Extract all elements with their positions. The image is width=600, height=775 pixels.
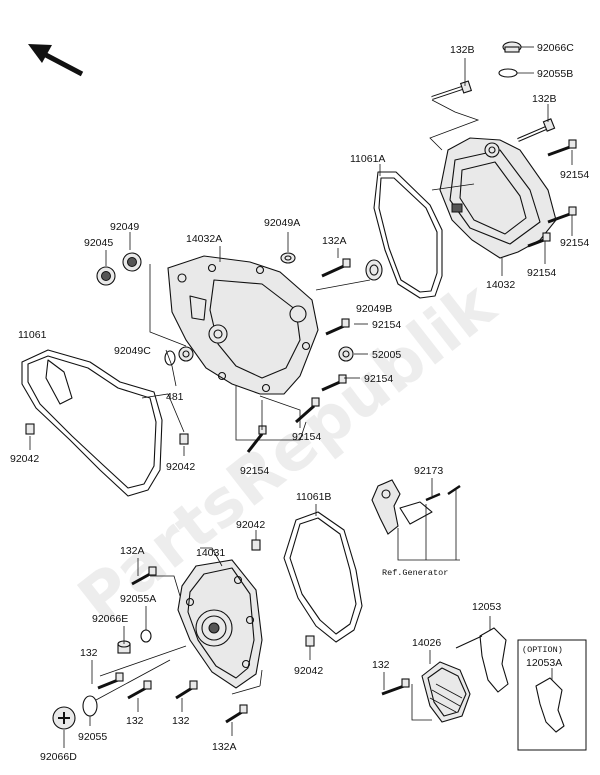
label-132-bottom2: 132 bbox=[172, 715, 190, 727]
label-92055: 92055 bbox=[78, 731, 107, 743]
label-481: 481 bbox=[166, 391, 184, 403]
label-14026: 14026 bbox=[412, 637, 441, 649]
label-132-right: 132 bbox=[372, 659, 390, 671]
label-92154-r2: 92154 bbox=[560, 237, 589, 249]
label-11061a: 11061A bbox=[350, 153, 385, 165]
label-92055b: 92055B bbox=[537, 68, 573, 80]
label-132a-top: 132A bbox=[322, 235, 347, 247]
bearing-92045 bbox=[96, 266, 116, 286]
label-11061: 11061 bbox=[18, 329, 47, 341]
label-132a-bottom: 132A bbox=[212, 741, 237, 753]
leaders-middle bbox=[105, 232, 371, 441]
plug-92066d bbox=[52, 706, 76, 730]
label-132-bottom1: 132 bbox=[126, 715, 144, 727]
label-92049: 92049 bbox=[110, 221, 139, 233]
gasket-11061a bbox=[373, 171, 443, 299]
label-92154-b2: 92154 bbox=[240, 465, 269, 477]
label-132b-top: 132B bbox=[450, 44, 475, 56]
label-92154-r1: 92154 bbox=[560, 169, 589, 181]
guide-12053 bbox=[479, 627, 509, 693]
o-ring-92055b bbox=[498, 68, 518, 78]
gasket-11061 bbox=[21, 349, 163, 497]
label-92042-center: 92042 bbox=[236, 519, 265, 531]
label-12053a: 12053A bbox=[526, 657, 562, 669]
option-box bbox=[517, 639, 587, 751]
bolt-132b-mid bbox=[517, 118, 556, 142]
label-52005: 52005 bbox=[372, 349, 401, 361]
front-direction-arrow-icon bbox=[28, 44, 84, 77]
label-132b-mid: 132B bbox=[532, 93, 557, 105]
label-11061b: 11061B bbox=[296, 491, 331, 503]
bolt-132b-top bbox=[431, 80, 473, 100]
label-92042-bottom: 92042 bbox=[294, 665, 323, 677]
label-92042-mid: 92042 bbox=[166, 461, 195, 473]
plug-52005 bbox=[338, 346, 354, 362]
seal-92049a bbox=[280, 252, 296, 264]
crankcase-cover-14032a bbox=[167, 255, 319, 395]
ref-generator-note: Ref.Generator bbox=[382, 568, 448, 578]
label-14032: 14032 bbox=[486, 279, 515, 291]
leaders-top-right bbox=[429, 46, 573, 276]
o-ring-481 bbox=[164, 350, 176, 366]
bearing-92049 bbox=[122, 252, 142, 272]
gasket-11061b bbox=[283, 511, 363, 643]
dowel-92042-bottom bbox=[305, 635, 315, 647]
label-92049a: 92049A bbox=[264, 217, 300, 229]
plug-92066c bbox=[502, 41, 522, 53]
part-labels: 132B 92066C 92055B 132B 11061A 92154 921… bbox=[10, 42, 589, 763]
label-92066d: 92066D bbox=[40, 751, 77, 763]
dowel-92042-mid bbox=[179, 433, 189, 445]
label-92049c: 92049C bbox=[114, 345, 151, 357]
label-92173: 92173 bbox=[414, 465, 443, 477]
label-132a-left: 132A bbox=[120, 545, 145, 557]
label-92066c: 92066C bbox=[537, 42, 574, 54]
label-92154-m1: 92154 bbox=[372, 319, 401, 331]
option-note: (OPTION) bbox=[522, 645, 563, 655]
label-92045: 92045 bbox=[84, 237, 113, 249]
label-12053: 12053 bbox=[472, 601, 501, 613]
bolts-92154-right bbox=[527, 139, 577, 248]
label-14032a: 14032A bbox=[186, 233, 222, 245]
bolts-lower bbox=[97, 566, 410, 724]
label-14031: 14031 bbox=[196, 547, 225, 559]
dowel-92042-left bbox=[25, 423, 35, 435]
generator-cover-14031 bbox=[177, 559, 263, 689]
o-ring-92055a bbox=[140, 629, 152, 643]
seal-92049b bbox=[365, 259, 383, 281]
label-92154-r3: 92154 bbox=[527, 267, 556, 279]
generator-bracket bbox=[371, 479, 461, 535]
label-92154-b1: 92154 bbox=[292, 431, 321, 443]
label-92049b: 92049B bbox=[356, 303, 392, 315]
label-92055a: 92055A bbox=[120, 593, 156, 605]
label-92066e: 92066E bbox=[92, 613, 128, 625]
dowel-92042-center bbox=[251, 539, 261, 551]
cover-14026 bbox=[421, 661, 471, 723]
clutch-cover-outer bbox=[439, 137, 557, 259]
label-92042-left: 92042 bbox=[10, 453, 39, 465]
bolts-middle bbox=[246, 258, 351, 453]
leaders-lower bbox=[91, 558, 385, 736]
label-132-left: 132 bbox=[80, 647, 98, 659]
label-92154-m2: 92154 bbox=[364, 373, 393, 385]
o-ring-92055 bbox=[82, 695, 98, 717]
seal-92049c bbox=[178, 346, 194, 362]
guide-12053a bbox=[535, 677, 565, 733]
